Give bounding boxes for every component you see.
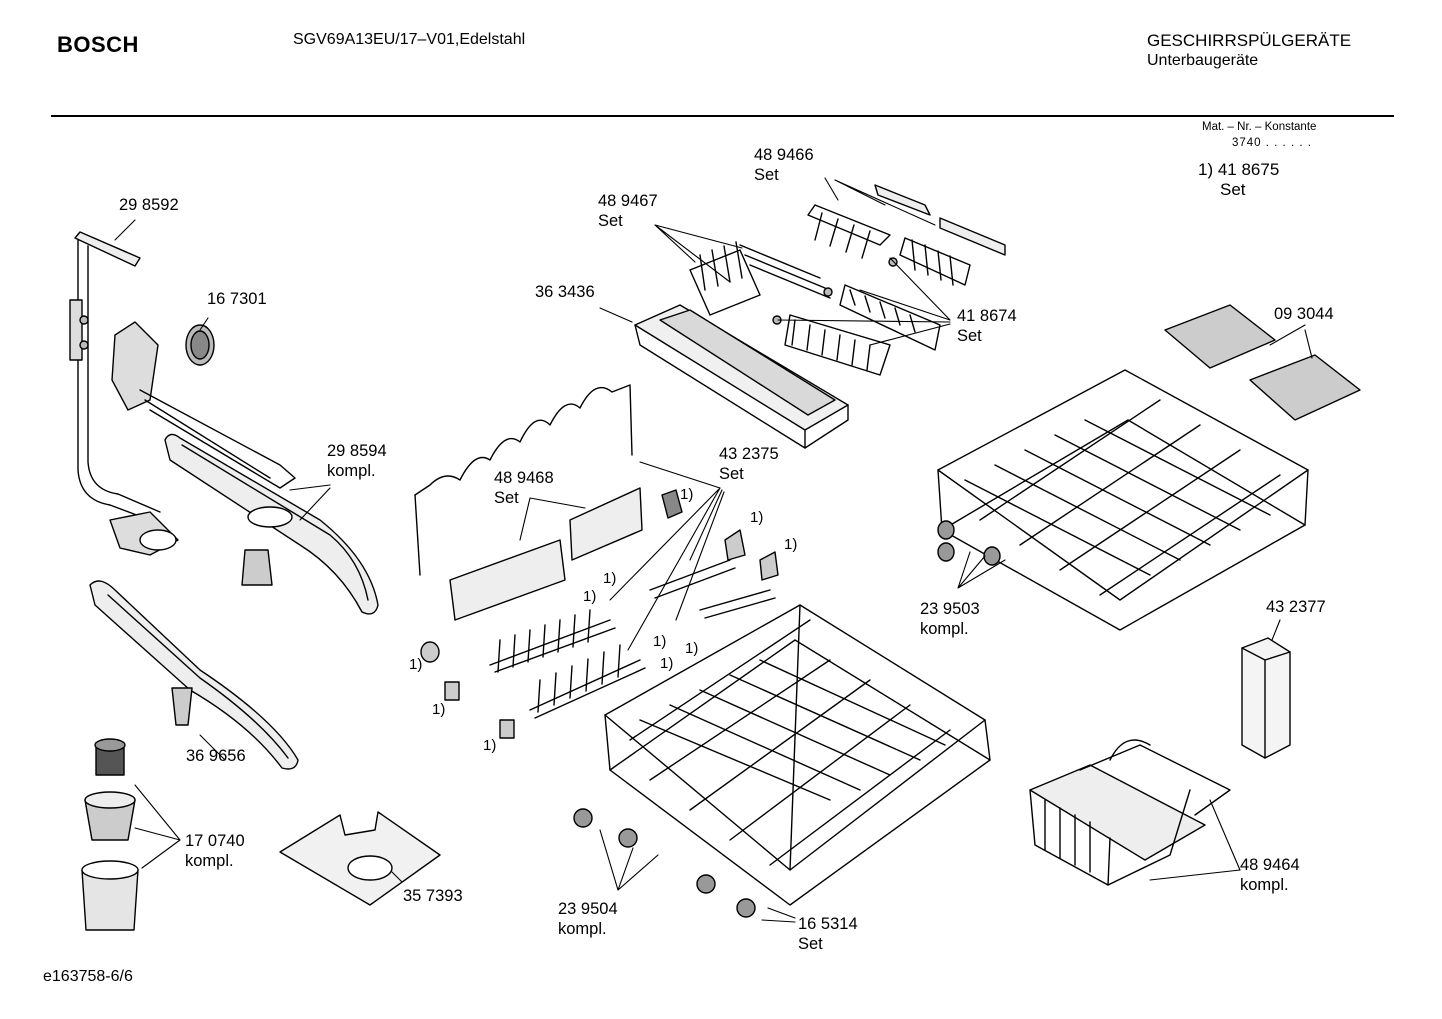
part-label-35-7393: 35 7393 bbox=[403, 887, 463, 905]
upper-basket-drawing bbox=[937, 369, 1309, 631]
part-label-36-3436: 36 3436 bbox=[535, 283, 595, 301]
folding-tines-drawing bbox=[420, 487, 779, 739]
cutlery-tray-drawing bbox=[634, 304, 849, 449]
lower-basket-drawing bbox=[573, 604, 991, 918]
part-label-36-9656: 36 9656 bbox=[186, 747, 246, 765]
leader-lines bbox=[114, 177, 1313, 923]
footnote-marker: 1) bbox=[583, 588, 597, 605]
part-label-16-7301: 16 7301 bbox=[207, 290, 267, 308]
model-designation: SGV69A13EU/17–V01,Edelstahl bbox=[293, 31, 526, 48]
footnote-marker: 1) bbox=[750, 509, 764, 526]
brand-logo: BOSCH bbox=[57, 32, 139, 57]
part-label-09-3044: 09 3044 bbox=[1274, 305, 1334, 323]
filter-plate-drawing bbox=[279, 811, 441, 906]
product-category: GESCHIRRSPÜLGERÄTE bbox=[1147, 31, 1352, 50]
lower-spray-arm-drawing bbox=[89, 580, 299, 770]
drawing-id: e163758-6/6 bbox=[43, 968, 133, 985]
note-block: 1) 41 8675 Set bbox=[1198, 160, 1279, 200]
filter-drawing bbox=[81, 738, 139, 931]
footnote-marker: 1) bbox=[660, 655, 674, 672]
note-ref: 1) 41 8675 bbox=[1198, 160, 1280, 179]
footnote-marker: 1) bbox=[680, 486, 694, 503]
cup-shelves-drawing bbox=[1164, 304, 1361, 421]
upper-spray-arm-drawing bbox=[111, 321, 296, 489]
footnote-marker: 1) bbox=[653, 633, 667, 650]
note-suffix: Set bbox=[1220, 180, 1246, 199]
mat-nr-value: 3740 . . . . . . bbox=[1232, 137, 1312, 149]
footnote-marker: 1) bbox=[409, 656, 423, 673]
supply-pipe-drawing bbox=[69, 231, 179, 556]
part-label-29-8592: 29 8592 bbox=[119, 196, 179, 214]
cutlery-basket-tall-drawing bbox=[1241, 637, 1291, 759]
middle-spray-arm-drawing bbox=[164, 433, 379, 615]
mat-nr-label: Mat. – Nr. – Konstante bbox=[1202, 121, 1317, 133]
wire-support-drawing bbox=[414, 384, 633, 576]
footnote-marker: 1) bbox=[603, 570, 617, 587]
filter-disc-drawing bbox=[185, 324, 215, 366]
footnote-marker: 1) bbox=[784, 536, 798, 553]
upper-rack-inserts-drawing bbox=[689, 184, 1006, 376]
part-label-43-2377: 43 2377 bbox=[1266, 598, 1326, 616]
header-divider bbox=[51, 115, 1394, 117]
product-subcategory: Unterbaugeräte bbox=[1147, 52, 1259, 69]
cutlery-basket-drawing bbox=[1029, 739, 1231, 886]
footnote-marker: 1) bbox=[483, 737, 497, 754]
footnote-marker: 1) bbox=[432, 701, 446, 718]
footnote-marker: 1) bbox=[685, 640, 699, 657]
